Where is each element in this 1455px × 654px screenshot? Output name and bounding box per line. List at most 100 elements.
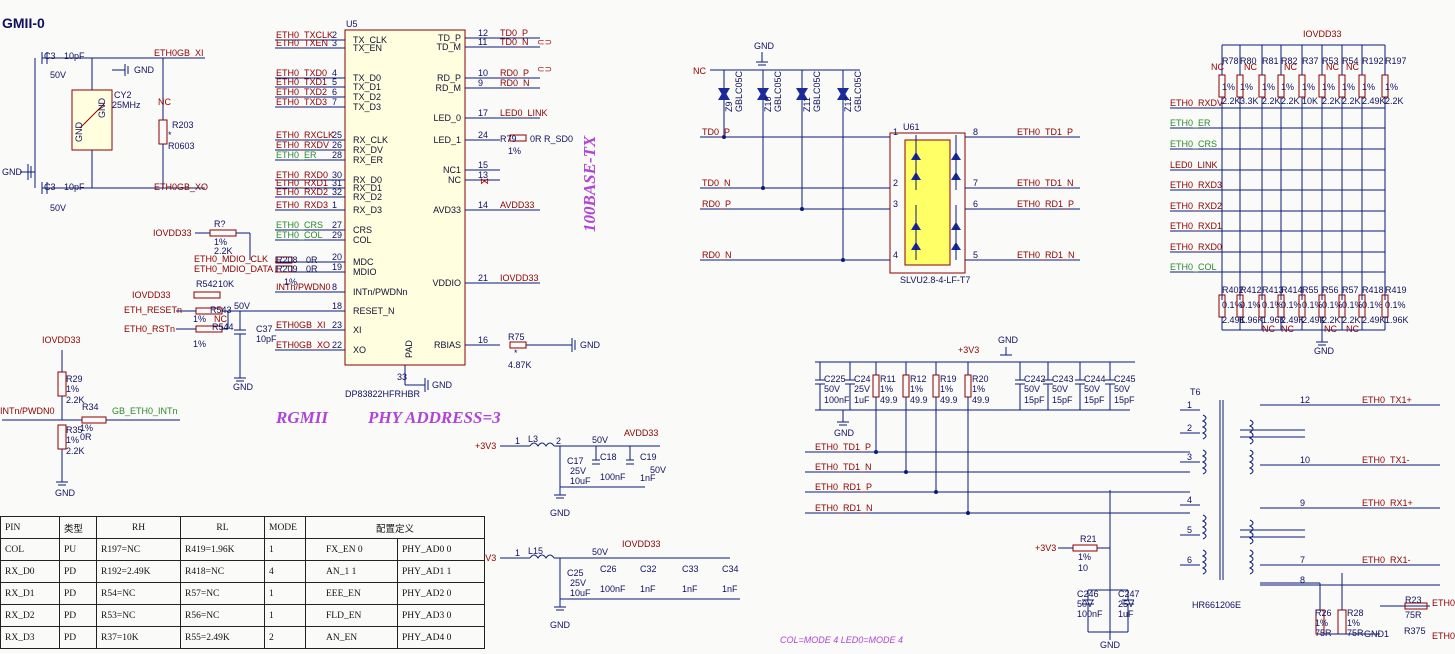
cy2-ref: CY2 — [114, 90, 132, 100]
u5-pin-num: 12 — [478, 28, 488, 38]
mag-cap-v: 50V — [1024, 384, 1040, 394]
u5-pin-net: ETH0_RXD3 — [276, 200, 328, 210]
svg-text:GND: GND — [1100, 640, 1121, 650]
table-cell: R37=10K — [96, 626, 181, 649]
mag-res-val: 49.9 — [940, 395, 958, 405]
c246-v: 50V — [1077, 599, 1093, 609]
u5-pin-name: NC — [448, 175, 461, 185]
esd-pin-right: 7 — [973, 178, 978, 188]
c3-top-val: 10pF — [64, 51, 85, 61]
u5-pin-num: 2 — [332, 30, 337, 40]
esd-gnd: GND — [754, 41, 775, 51]
table-cell: PU — [59, 538, 97, 561]
table-cell: PD — [59, 626, 97, 649]
net-iovdd-intn: IOVDD33 — [42, 335, 81, 345]
c32-val: 1nF — [640, 584, 656, 594]
svg-text:NC: NC — [1284, 62, 1297, 72]
r203-ref: R203 — [172, 120, 194, 130]
net-eth0-rstn: ETH0_RSTn — [124, 324, 175, 334]
u5-pin-net: ETH0_TXEN — [276, 38, 328, 48]
u5-pin-num: 13 — [478, 170, 488, 180]
strap-nets: ETH0_RXDVETH0_ERETH0_CRSLED0_LINKETH0_RX… — [1170, 98, 1385, 273]
table-cell: R54=NC — [96, 582, 181, 605]
mag-pin-right: 10 — [1300, 455, 1310, 465]
u5-pin-num: 28 — [332, 150, 342, 160]
esd-pin-left: 1 — [893, 127, 898, 137]
col-pin: PIN — [0, 516, 60, 539]
u5-pin-name: LED_0 — [433, 113, 461, 123]
table-cell: RX_D1 — [0, 582, 60, 605]
strap-top-val: 2.2K — [1262, 96, 1281, 106]
svg-text:NC: NC — [1262, 324, 1275, 334]
mag-pin-left: 4 — [1187, 495, 1192, 505]
esd-diode-part: GBLC05C — [812, 70, 822, 112]
mag-res — [902, 374, 910, 398]
strap-net: LED0_LINK — [1170, 160, 1218, 170]
strap-bot-val: 1.96K — [1240, 315, 1264, 325]
r543-pct: 1% — [193, 314, 206, 324]
r209-pct: 1% — [284, 277, 297, 287]
mag-res-ref: R19 — [940, 374, 957, 384]
u5-pin-num: 32 — [332, 187, 342, 197]
gnd1-label: GND1 — [1364, 629, 1389, 639]
r34-val: 0R — [80, 432, 92, 442]
mag-pin-left: 2 — [1187, 423, 1192, 433]
esd-pin-right: 5 — [973, 250, 978, 260]
r-mdio-ref: R? — [214, 219, 226, 229]
strap-bot-val: 2.49K — [1222, 315, 1246, 325]
u5-pin-num: 30 — [332, 170, 342, 180]
strap-top-pct: 1% — [1385, 82, 1398, 92]
mag-cap-ref: C244 — [1084, 374, 1106, 384]
strap-bot-pct: 0.1% — [1222, 300, 1243, 310]
r75-val: 4.87K — [508, 360, 532, 370]
u5-pin-num: 19 — [332, 262, 342, 272]
strap-top-ref: R192 — [1362, 56, 1384, 66]
esd-net-out: ETH0_TD1_N — [1017, 178, 1074, 188]
mag-cap-ref: C243 — [1052, 374, 1074, 384]
mag-cap-val: 15pF — [1084, 395, 1105, 405]
u5-right-extras: R79 0R R_SD0 1% GND R75 * 4.87K ⊂⊃ ⊂⊃ ⋈ — [480, 37, 601, 370]
crystal-section: C3 10pF 50V C3 10pF 50V CY2 25MHz GND GN… — [2, 48, 208, 213]
c19-val: 1nF — [640, 473, 656, 483]
strap-top-val: 10K — [1302, 96, 1318, 106]
esd-pin-left: 3 — [893, 199, 898, 209]
table-cell: AN_EN — [305, 626, 398, 649]
esd-net-out: ETH0_RD1_N — [1017, 250, 1075, 260]
r28-val: 75R — [1347, 628, 1364, 638]
strap-gnd: GND — [1314, 346, 1335, 356]
c33-ref: C33 — [682, 564, 699, 574]
esd-net-out: ETH0_TD1_P — [1017, 127, 1073, 137]
mag-cap-val: 15pF — [1114, 395, 1135, 405]
u5-pin-name: RX_D2 — [353, 192, 382, 202]
phy-address-label: PHY ADDRESS=3 — [367, 408, 501, 427]
table-cell: R56=NC — [180, 604, 265, 627]
r544-ref: R544 — [212, 322, 234, 332]
u5-pin-name: TX_D3 — [353, 102, 381, 112]
u5-pin-name: AVD33 — [433, 205, 461, 215]
c246-val: 100nF — [1077, 609, 1103, 619]
u5-pin-num: 15 — [478, 160, 488, 170]
u5-pin-name: NC1 — [443, 165, 461, 175]
u5-pin-name: INTn/PWDNn — [353, 287, 408, 297]
mag-res-ref: R11 — [880, 374, 896, 384]
c17-ref: C17 — [567, 456, 584, 466]
strap-net: ETH0_CRS — [1170, 139, 1217, 149]
esd-net-out: ETH0_RD1_P — [1017, 199, 1074, 209]
u5-body — [344, 29, 466, 366]
r28-ref: R28 — [1347, 608, 1364, 618]
strap-bot-pct: 0.1% — [1385, 300, 1406, 310]
esd-net-in: TD0_P — [702, 127, 730, 137]
r542-val: 10K — [218, 279, 234, 289]
svg-text:1%: 1% — [972, 384, 985, 394]
strap-bot-pct: 0.1% — [1240, 300, 1261, 310]
mode-note: COL=MODE 4 LED0=MODE 4 — [780, 635, 903, 645]
esd-diode-part: GBLC05C — [773, 70, 783, 112]
c25-val: 10uF — [570, 588, 591, 598]
r203-val: R0603 — [168, 141, 195, 151]
strap-top-pct: 1% — [1281, 82, 1294, 92]
t6-ref: T6 — [1190, 387, 1201, 397]
mag-pin-right: 7 — [1300, 555, 1305, 565]
l3-ref: L3 — [528, 434, 538, 444]
